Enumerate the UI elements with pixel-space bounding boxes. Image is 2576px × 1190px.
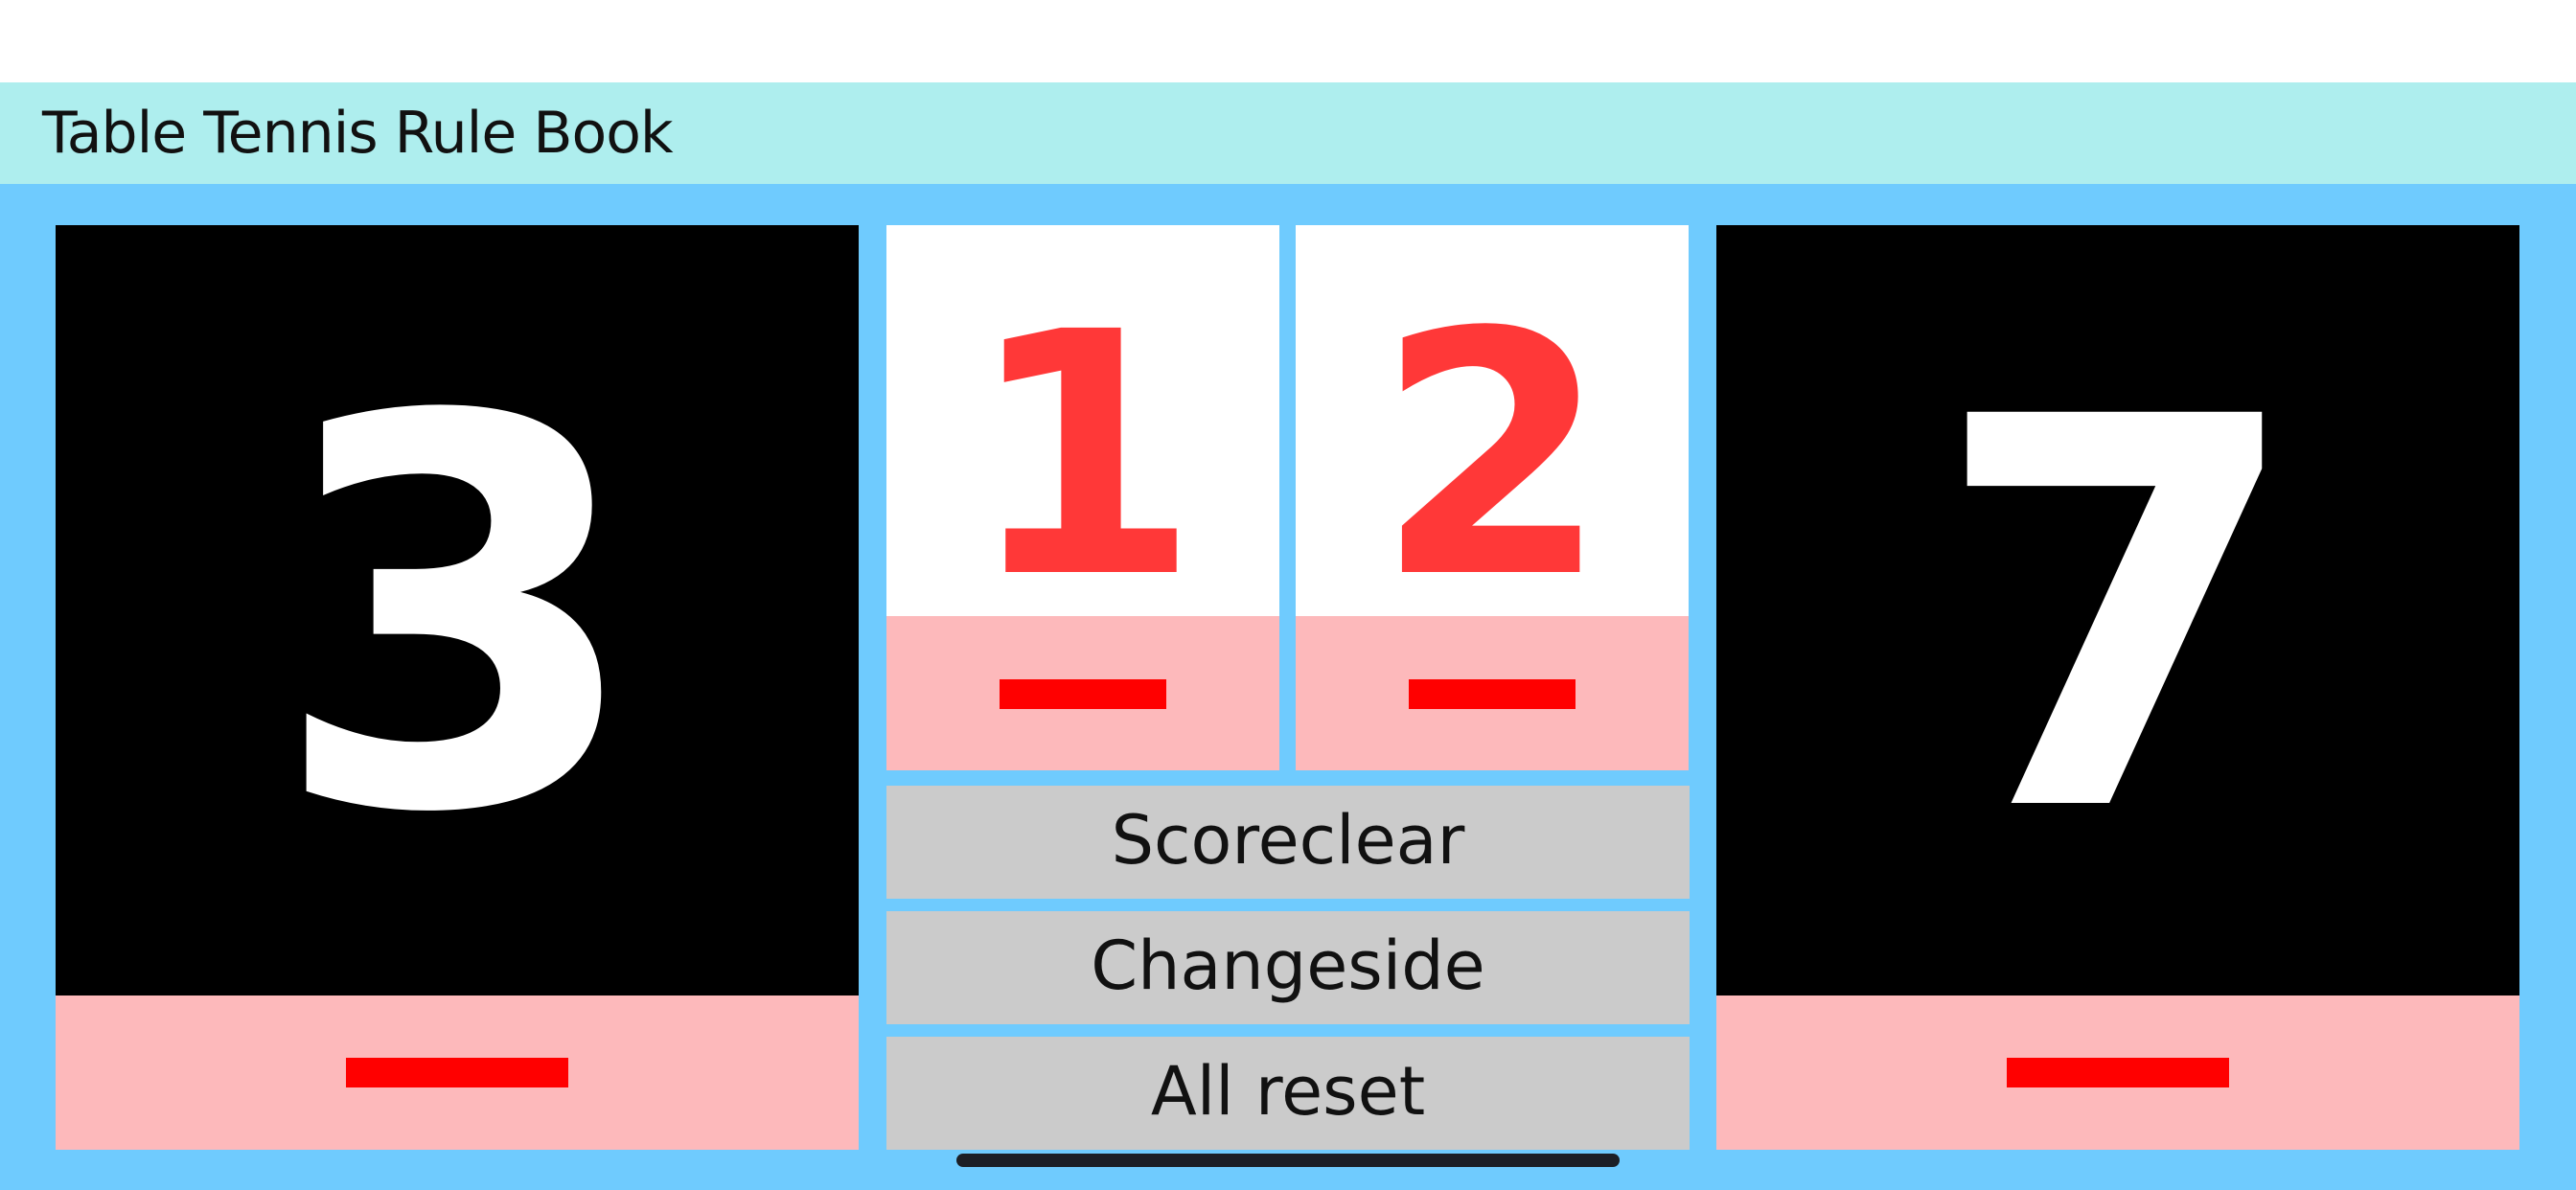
right-points-panel[interactable]: 2 — [1296, 225, 1689, 770]
all-reset-button[interactable]: All reset — [886, 1037, 1690, 1150]
title-bar: Table Tennis Rule Book — [0, 82, 2576, 184]
score-clear-button[interactable]: Scoreclear — [886, 786, 1690, 899]
left-points-panel[interactable]: 1 — [886, 225, 1279, 770]
left-points-decrement-button[interactable] — [886, 616, 1279, 770]
scoreboard: 3 1 2 Scoreclear Changeside All reset 7 — [0, 184, 2576, 1190]
page-title: Table Tennis Rule Book — [42, 100, 674, 167]
minus-icon — [1000, 679, 1166, 709]
right-games-decrement-button[interactable] — [1716, 995, 2519, 1150]
home-indicator — [956, 1154, 1620, 1167]
minus-icon — [2007, 1058, 2229, 1087]
minus-icon — [1409, 679, 1576, 709]
minus-icon — [346, 1058, 568, 1087]
right-games-panel[interactable]: 7 — [1716, 225, 2519, 1150]
left-games-decrement-button[interactable] — [56, 995, 859, 1150]
left-games-count: 3 — [270, 306, 644, 930]
change-side-button[interactable]: Changeside — [886, 911, 1690, 1024]
right-points-decrement-button[interactable] — [1296, 616, 1689, 770]
left-games-panel[interactable]: 3 — [56, 225, 859, 1150]
left-points-count: 1 — [966, 261, 1200, 652]
right-games-count: 7 — [1931, 306, 2305, 930]
status-area — [0, 0, 2576, 82]
right-points-count: 2 — [1375, 261, 1609, 652]
